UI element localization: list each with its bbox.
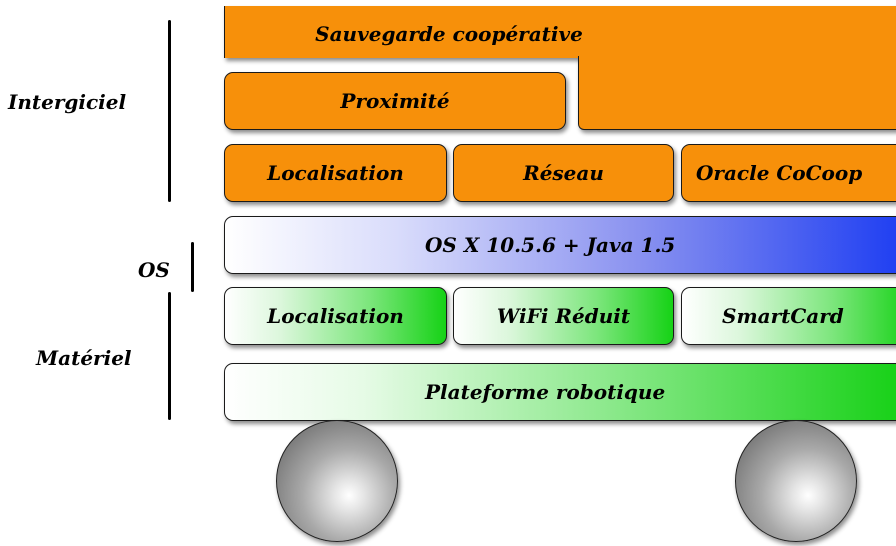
cooperative-backup-extension [578,56,896,130]
middleware-localisation-box: Localisation [224,144,447,202]
network-label: Réseau [523,161,604,185]
oracle-label: Oracle CoCoop [696,161,863,185]
network-box: Réseau [453,144,674,202]
os-box: OS X 10.5.6 + Java 1.5 [224,216,896,274]
cooperative-backup-label: Sauvegarde coopérative [315,22,583,46]
smartcard-label: SmartCard [722,304,844,328]
right-wheel [735,420,857,542]
middleware-divider [168,20,171,202]
left-wheel [276,420,398,542]
os-divider [191,242,194,292]
proximity-box: Proximité [224,72,566,130]
proximity-label: Proximité [340,89,450,113]
wifi-box: WiFi Réduit [453,287,674,345]
hardware-localisation-label: Localisation [267,304,404,328]
robot-platform-box: Plateforme robotique [224,363,896,421]
middleware-localisation-label: Localisation [267,161,404,185]
smartcard-box: SmartCard [681,287,896,345]
os-layer-label: OS [138,258,170,282]
middleware-layer-label: Intergiciel [8,90,127,114]
hardware-divider [168,292,171,420]
cooperative-backup-seam [580,48,896,60]
wifi-label: WiFi Réduit [496,304,631,328]
robot-platform-label: Plateforme robotique [425,380,666,404]
cooperative-backup-box: Sauvegarde coopérative [224,6,896,58]
os-label: OS X 10.5.6 + Java 1.5 [425,233,676,257]
hardware-localisation-box: Localisation [224,287,447,345]
hardware-layer-label: Matériel [36,346,132,370]
oracle-box: Oracle CoCoop [681,144,896,202]
